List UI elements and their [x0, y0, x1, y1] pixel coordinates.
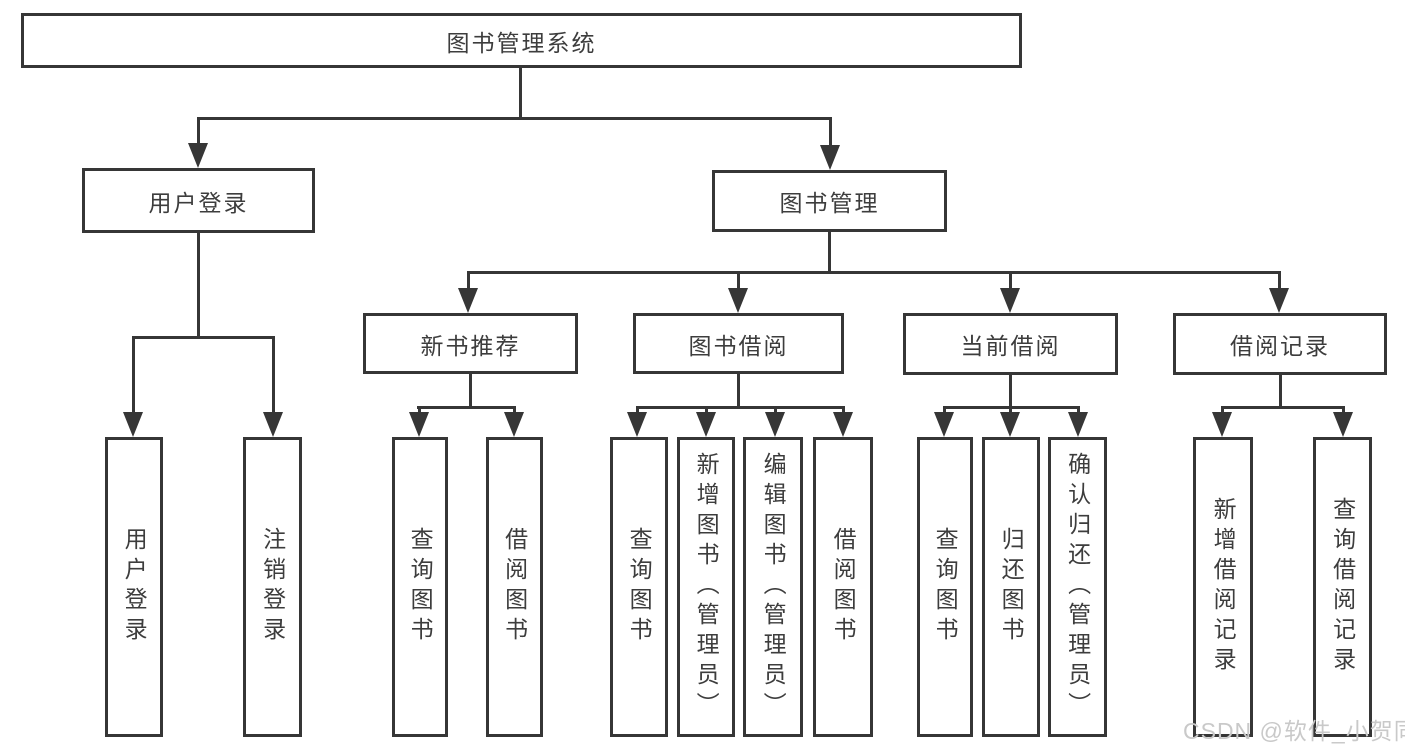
connector-line	[1077, 406, 1080, 414]
leaf-borrow-book-1-label: 借阅图书	[501, 527, 528, 647]
connector-line	[636, 406, 639, 414]
connector-line	[774, 406, 777, 414]
node-user-login-label: 用户登录	[148, 189, 249, 216]
arrow-down-icon	[934, 412, 954, 437]
connector-line	[705, 406, 708, 414]
csdn-watermark: CSDN @软件_小贺同学	[1183, 718, 1405, 744]
leaf-query-book-1: 查询图书	[392, 437, 448, 737]
connector-line	[272, 336, 275, 414]
connector-line	[469, 373, 472, 407]
leaf-add-borrow-record: 新增借阅记录	[1193, 437, 1253, 737]
connector-line	[1221, 406, 1345, 409]
connector-line	[1009, 406, 1012, 414]
leaf-query-borrow-record: 查询借阅记录	[1313, 437, 1372, 737]
connector-line	[197, 117, 200, 145]
connector-line	[1009, 375, 1012, 407]
arrow-down-icon	[1000, 288, 1020, 313]
node-borrow-records-label: 借阅记录	[1230, 333, 1330, 359]
leaf-user-login-label: 用户登录	[121, 527, 148, 647]
connector-line	[132, 336, 275, 339]
leaf-return-book: 归还图书	[982, 437, 1040, 737]
connector-line	[197, 233, 200, 337]
connector-line	[1342, 406, 1345, 414]
connector-line	[417, 406, 516, 409]
connector-line	[467, 271, 1281, 274]
connector-line	[737, 271, 740, 290]
leaf-logout-label: 注销登录	[259, 527, 286, 647]
leaf-confirm-return-admin: 确认归还（管理员）	[1048, 437, 1107, 737]
leaf-logout: 注销登录	[243, 437, 302, 737]
leaf-query-book-2-label: 查询图书	[626, 527, 653, 647]
node-book-borrow: 图书借阅	[633, 313, 844, 374]
leaf-edit-book-admin: 编辑图书（管理员）	[743, 437, 803, 737]
node-root: 图书管理系统	[21, 13, 1022, 68]
connector-line	[418, 406, 421, 414]
node-book-management: 图书管理	[712, 170, 947, 232]
leaf-user-login: 用户登录	[105, 437, 163, 737]
leaf-borrow-book-1: 借阅图书	[486, 437, 543, 737]
arrow-down-icon	[1333, 412, 1353, 437]
connector-line	[737, 373, 740, 407]
arrow-down-icon	[1000, 412, 1020, 437]
node-root-label: 图书管理系统	[446, 29, 597, 56]
leaf-query-borrow-record-label: 查询借阅记录	[1329, 497, 1356, 677]
arrow-down-icon	[123, 412, 143, 437]
leaf-query-book-3: 查询图书	[917, 437, 973, 737]
leaf-query-book-2: 查询图书	[610, 437, 668, 737]
connector-line	[1221, 406, 1224, 414]
connector-line	[842, 406, 845, 414]
leaf-confirm-return-admin-label: 确认归还（管理员）	[1064, 452, 1091, 722]
connector-line	[519, 68, 522, 117]
arrow-down-icon	[833, 412, 853, 437]
connector-line	[829, 117, 832, 147]
arrow-down-icon	[1212, 412, 1232, 437]
connector-line	[132, 336, 135, 414]
connector-line	[636, 406, 845, 409]
node-user-login: 用户登录	[82, 168, 315, 233]
connector-line	[197, 117, 832, 120]
leaf-add-book-admin: 新增图书（管理员）	[677, 437, 735, 737]
leaf-query-book-1-label: 查询图书	[407, 527, 434, 647]
arrow-down-icon	[1269, 288, 1289, 313]
node-current-borrow-label: 当前借阅	[960, 333, 1061, 359]
connector-line	[1279, 375, 1282, 407]
leaf-borrow-book-2-label: 借阅图书	[830, 527, 857, 647]
arrow-down-icon	[409, 412, 429, 437]
arrow-down-icon	[820, 145, 840, 170]
connector-line	[513, 406, 516, 414]
connector-line	[1009, 271, 1012, 290]
leaf-add-book-admin-label: 新增图书（管理员）	[693, 452, 720, 722]
arrow-down-icon	[627, 412, 647, 437]
node-book-borrow-label: 图书借阅	[688, 332, 789, 359]
node-borrow-records: 借阅记录	[1173, 313, 1387, 375]
leaf-return-book-label: 归还图书	[998, 527, 1025, 647]
arrow-down-icon	[458, 288, 478, 313]
leaf-borrow-book-2: 借阅图书	[813, 437, 873, 737]
connector-line	[467, 271, 470, 290]
arrow-down-icon	[504, 412, 524, 437]
leaf-add-borrow-record-label: 新增借阅记录	[1210, 497, 1237, 677]
connector-line	[943, 406, 946, 414]
arrow-down-icon	[188, 143, 208, 168]
arrow-down-icon	[728, 288, 748, 313]
node-new-book-recommend: 新书推荐	[363, 313, 578, 374]
arrow-down-icon	[765, 412, 785, 437]
node-book-management-label: 图书管理	[779, 190, 880, 216]
node-current-borrow: 当前借阅	[903, 313, 1118, 375]
arrow-down-icon	[696, 412, 716, 437]
connector-line	[828, 232, 831, 273]
node-new-book-recommend-label: 新书推荐	[420, 332, 521, 359]
arrow-down-icon	[263, 412, 283, 437]
leaf-edit-book-admin-label: 编辑图书（管理员）	[760, 452, 787, 722]
connector-line	[1278, 271, 1281, 290]
leaf-query-book-3-label: 查询图书	[932, 527, 959, 647]
arrow-down-icon	[1068, 412, 1088, 437]
